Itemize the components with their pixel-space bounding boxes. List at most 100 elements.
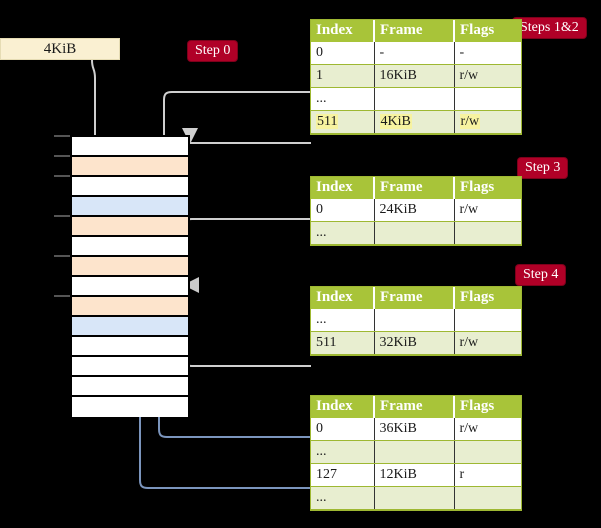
table-cell [454, 486, 521, 510]
table-row: ... [311, 309, 521, 332]
source-page-box: 4KiB [0, 38, 120, 60]
table-row: 0-- [311, 42, 521, 65]
table-cell: ... [311, 87, 375, 111]
badge-step-0: Step 0 [188, 41, 238, 61]
table-cell: r/w [454, 110, 521, 134]
table-row: 511 4KiB r/w [311, 110, 521, 134]
table-cell: - [374, 42, 455, 65]
table-cell: 511 [311, 331, 375, 355]
memory-frame-row [72, 277, 188, 297]
table-cell: r/w [454, 418, 521, 441]
table-cell: 127 [311, 463, 375, 487]
memory-frame-row [72, 397, 188, 417]
memory-frame-row [72, 377, 188, 397]
table-cell: 1 [311, 64, 375, 88]
column-header-flags: Flags [454, 287, 521, 309]
badge-steps-1-and-2: Steps 1&2 [513, 18, 586, 38]
table-cell [374, 221, 455, 245]
table-cell: 24KiB [374, 199, 455, 222]
highlighted-value: 511 [316, 113, 339, 129]
memory-frame-tick [54, 155, 70, 157]
table-cell: ... [311, 440, 375, 464]
table-cell: 12KiB [374, 463, 455, 487]
table-cell [374, 440, 455, 464]
memory-frame-row [72, 237, 188, 257]
wire-step0-source-to-memory [91, 59, 110, 154]
column-header-frame: Frame [374, 287, 455, 309]
table-cell [454, 87, 521, 111]
memory-frame-tick [54, 215, 70, 217]
column-header-index: Index [311, 287, 375, 309]
table-cell: r/w [454, 331, 521, 355]
memory-frame-row [72, 217, 188, 237]
table-row: ... [311, 221, 521, 245]
table-cell: r/w [454, 199, 521, 222]
table-cell: 36KiB [374, 418, 455, 441]
table-cell: ... [311, 486, 375, 510]
table-cell: 16KiB [374, 64, 455, 88]
column-header-flags: Flags [454, 396, 521, 418]
memory-frame-row [72, 357, 188, 377]
table-cell: 511 [311, 110, 375, 134]
table-cell [454, 309, 521, 332]
wire-table2-to-memory [183, 218, 311, 293]
memory-frame-row [72, 257, 188, 277]
column-header-index: Index [311, 396, 375, 418]
badge-step-3: Step 3 [518, 158, 568, 178]
table-cell: r/w [454, 64, 521, 88]
table-row: ... [311, 486, 521, 510]
table-cell: 4KiB [374, 110, 455, 134]
wire-table3-to-memory [169, 321, 311, 367]
memory-frame-row [72, 197, 188, 217]
memory-frame-row [72, 137, 188, 157]
column-header-flags: Flags [454, 20, 521, 42]
table-cell: 0 [311, 199, 375, 222]
table-cell: - [454, 42, 521, 65]
column-header-frame: Frame [374, 177, 455, 199]
table-cell: 0 [311, 42, 375, 65]
table-cell: ... [311, 309, 375, 332]
table-cell [374, 309, 455, 332]
table-cell [454, 440, 521, 464]
memory-frame-tick [54, 255, 70, 257]
table-cell: 32KiB [374, 331, 455, 355]
memory-frame-tick [54, 175, 70, 177]
table-cell [374, 486, 455, 510]
badge-step-4: Step 4 [516, 265, 566, 285]
table-cell [374, 87, 455, 111]
column-header-index: Index [311, 177, 375, 199]
memory-frame-row [72, 297, 188, 317]
memory-frame-row [72, 177, 188, 197]
column-header-frame: Frame [374, 396, 455, 418]
highlighted-value: 4KiB [379, 113, 412, 129]
table-cell: 0 [311, 418, 375, 441]
column-header-index: Index [311, 20, 375, 42]
memory-frame-row [72, 337, 188, 357]
highlighted-value: r/w [459, 113, 481, 129]
memory-frame-tick [54, 295, 70, 297]
table-cell: ... [311, 221, 375, 245]
table-cell: r [454, 463, 521, 487]
memory-frame-tick [54, 135, 70, 137]
table-cell [454, 221, 521, 245]
column-header-frame: Frame [374, 20, 455, 42]
table-row: ... [311, 87, 521, 111]
memory-frame-row [72, 317, 188, 337]
column-header-flags: Flags [454, 177, 521, 199]
table-row: ... [311, 440, 521, 464]
physical-memory-column [70, 135, 190, 417]
memory-frame-row [72, 157, 188, 177]
